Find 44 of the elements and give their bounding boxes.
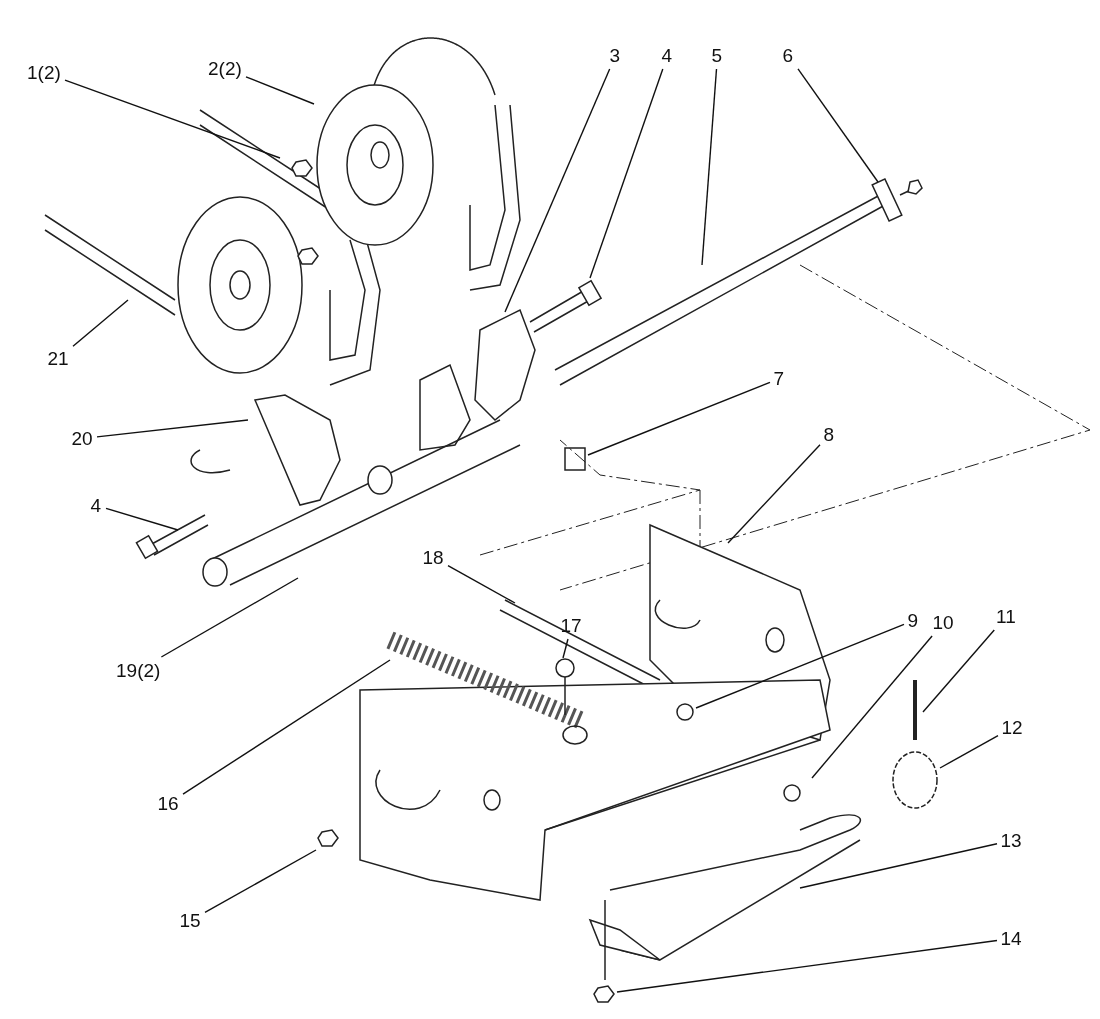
callout-number: 17 <box>559 614 583 636</box>
leader-line <box>160 577 299 658</box>
leader-line <box>797 68 879 183</box>
leader-line <box>447 564 516 604</box>
callout-number: 9 <box>906 609 920 631</box>
leader-line <box>96 419 249 438</box>
leader-line <box>616 939 998 993</box>
leader-line <box>939 734 999 769</box>
callout-number: 7 <box>772 367 786 389</box>
callout-number: 3 <box>608 44 622 66</box>
callout-number: 1(2) <box>26 61 62 83</box>
leader-line <box>799 843 998 889</box>
leader-line <box>105 507 179 531</box>
callout-number: 15 <box>178 909 202 931</box>
leader-line <box>695 623 905 709</box>
leader-line <box>72 299 129 347</box>
leader-line <box>922 629 995 713</box>
leader-line <box>182 659 391 795</box>
callout-number: 14 <box>999 927 1023 949</box>
leader-line <box>245 76 315 105</box>
leader-line <box>504 68 611 313</box>
callout-number: 16 <box>156 792 180 814</box>
leader-line <box>64 79 281 159</box>
callout-number: 4 <box>660 44 674 66</box>
callout-number: 12 <box>1000 716 1024 738</box>
leader-line <box>587 381 771 456</box>
callout-number: 21 <box>46 347 70 369</box>
callout-number: 5 <box>710 44 724 66</box>
callout-number: 8 <box>822 423 836 445</box>
leader-line <box>562 638 569 659</box>
leader-line <box>811 635 933 779</box>
callout-number: 19(2) <box>115 659 162 681</box>
leader-line <box>204 849 317 914</box>
callout-number: 2(2) <box>207 57 243 79</box>
callout-number: 13 <box>999 829 1023 851</box>
callout-number: 6 <box>781 44 795 66</box>
callout-number: 11 <box>995 605 1017 627</box>
leader-line <box>701 68 718 266</box>
callout-number: 18 <box>421 546 445 568</box>
leader-line <box>727 443 821 544</box>
callout-number: 10 <box>931 611 955 633</box>
callout-number: 4 <box>89 494 103 516</box>
leader-line <box>589 68 664 279</box>
callout-number: 20 <box>70 427 94 449</box>
